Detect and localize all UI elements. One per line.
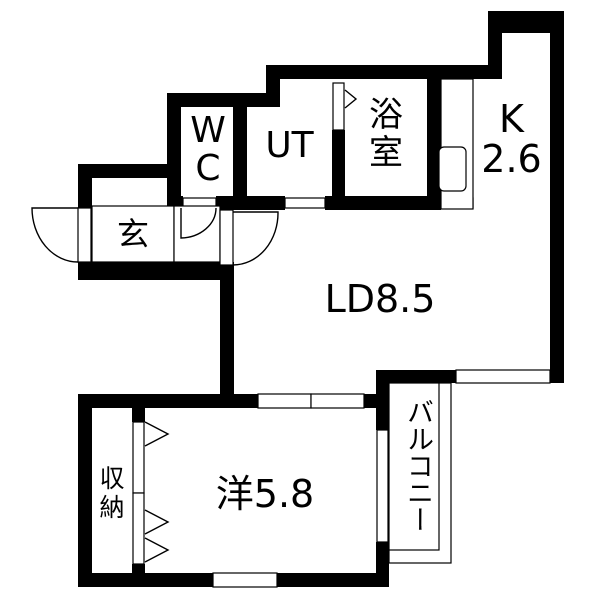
- kitchen-label: K 2.6: [473, 97, 550, 181]
- entrance-label: 玄: [116, 215, 149, 253]
- ldk-label: LD8.5: [324, 277, 436, 321]
- wc-label-w: W: [190, 110, 226, 151]
- closet-label-1: 収: [99, 464, 125, 493]
- wc-label-c: C: [195, 147, 221, 189]
- wc-label: W C: [183, 112, 233, 188]
- door-swings: [31, 89, 358, 563]
- walls: [78, 11, 564, 587]
- ut-label: UT: [265, 125, 314, 166]
- kitchen-label-k: K: [499, 97, 524, 141]
- balcony-label: バルコニー: [402, 398, 433, 533]
- bath-label-1: 浴: [369, 95, 403, 135]
- bath-label-2: 室: [369, 133, 403, 174]
- bath-label: 浴 室: [345, 96, 427, 172]
- western-room-label: 洋5.8: [215, 472, 315, 516]
- closet-label-2: 納: [99, 492, 125, 522]
- closet-label: 収 納: [92, 464, 132, 523]
- kitchen-label-size: 2.6: [481, 136, 542, 181]
